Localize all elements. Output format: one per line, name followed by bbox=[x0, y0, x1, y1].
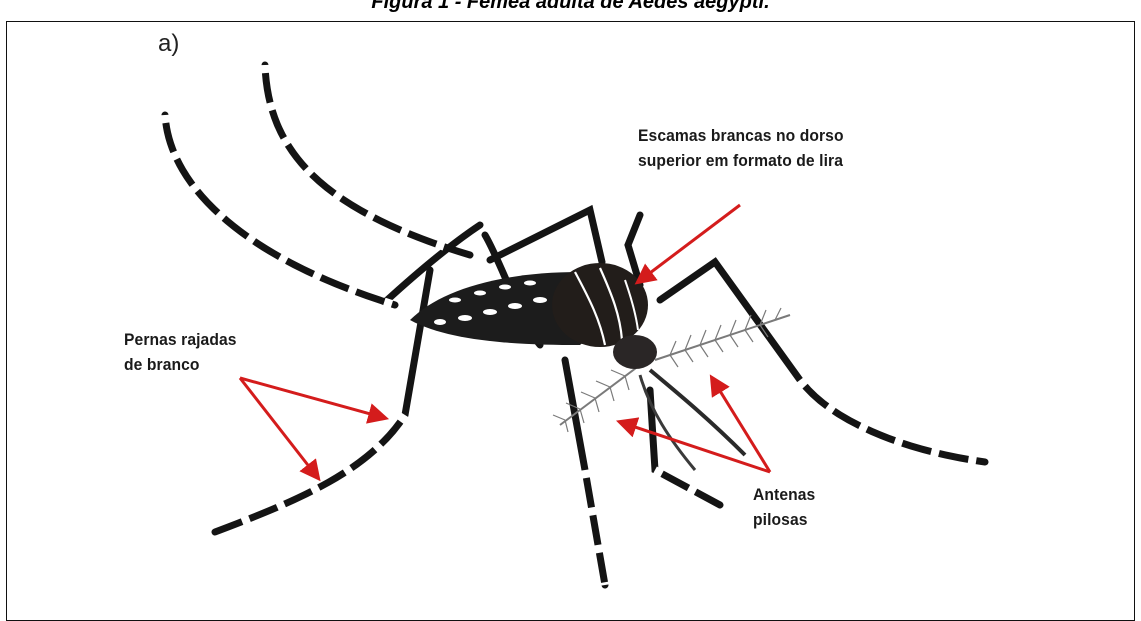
leg-front-right bbox=[660, 262, 985, 462]
leg-top-a bbox=[490, 210, 602, 262]
callout-scales: Escamas brancas no dorso superior em for… bbox=[638, 123, 844, 173]
callout-antennae-line1: Antenas bbox=[753, 482, 815, 507]
leg-mid-down-c bbox=[650, 390, 720, 505]
arrow-antenna-right bbox=[712, 378, 770, 472]
arrow-antenna-left bbox=[620, 422, 770, 472]
callout-legs-line1: Pernas rajadas bbox=[124, 327, 237, 352]
callout-antennae-line2: pilosas bbox=[753, 507, 815, 532]
callout-antennae: Antenas pilosas bbox=[753, 482, 815, 532]
callout-legs-line2: de branco bbox=[124, 352, 237, 377]
mosquito-proboscis bbox=[650, 370, 745, 455]
callout-scales-line1: Escamas brancas no dorso bbox=[638, 123, 844, 148]
callout-legs: Pernas rajadas de branco bbox=[124, 327, 237, 377]
arrow-legs-upper bbox=[240, 378, 385, 418]
leg-back-left-upper bbox=[265, 65, 470, 255]
mosquito-thorax bbox=[552, 263, 648, 347]
callout-scales-line2: superior em formato de lira bbox=[638, 148, 844, 173]
arrow-legs-lower bbox=[240, 378, 318, 478]
mosquito-head bbox=[613, 335, 657, 369]
